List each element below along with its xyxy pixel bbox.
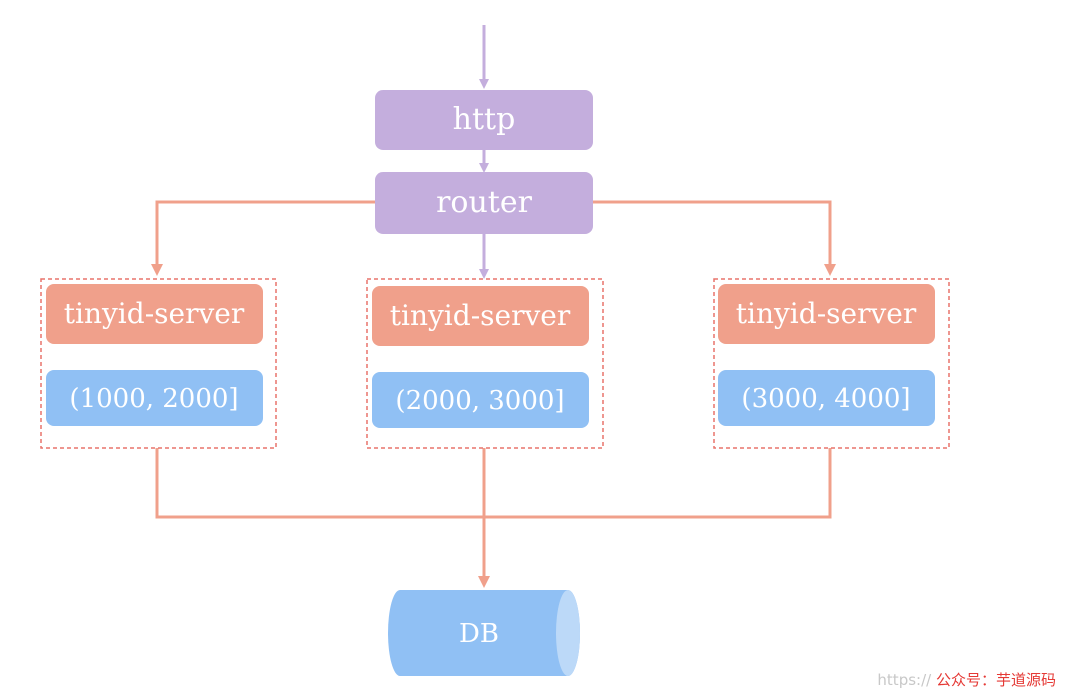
http-node: http [375,90,593,150]
server-group-2: tinyid-server (2000, 3000] [366,278,604,449]
range-node-1 [46,370,263,426]
range-label-2: (2000, 3000] [395,386,564,416]
router-node: router [375,172,593,234]
server-1-to-db-line [155,448,484,519]
db-node: DB [388,590,580,676]
server-node-3 [718,284,935,344]
server-label-2: tinyid-server [390,299,571,332]
http-label: http [453,102,516,137]
server-group-3: tinyid-server (3000, 4000] [713,278,950,449]
server-3-to-db-line [484,448,832,519]
db-label: DB [459,619,499,649]
range-label-1: (1000, 2000] [69,384,238,414]
server-group-1: tinyid-server (1000, 2000] [40,278,277,449]
router-to-server-1-arrow [151,200,375,276]
router-label: router [436,185,533,220]
server-node-2 [372,286,589,346]
server-label-1: tinyid-server [64,297,245,330]
range-label-3: (3000, 4000] [741,384,910,414]
watermark-url: https:// [877,671,932,689]
router-to-server-3-arrow [593,200,836,276]
range-node-3 [718,370,935,426]
server-node-1 [46,284,263,344]
range-node-2 [372,372,589,428]
server-label-3: tinyid-server [736,297,917,330]
watermark: https:// 公众号：芋道源码 [877,669,1056,690]
watermark-text: 公众号：芋道源码 [935,671,1056,689]
